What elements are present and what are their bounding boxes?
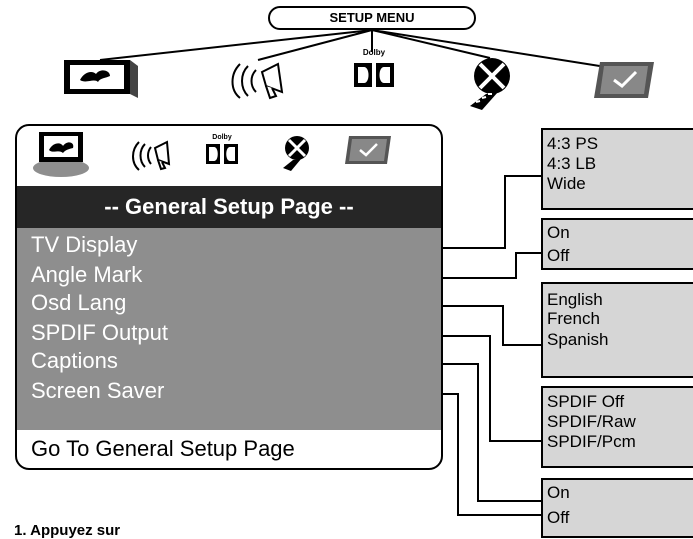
option-angle-off[interactable]: Off xyxy=(547,246,570,265)
option-screen-saver-on[interactable]: On xyxy=(547,483,570,502)
tab-preferences[interactable] xyxy=(343,134,393,166)
menu-item-screen-saver[interactable]: Screen Saver xyxy=(31,378,165,403)
angle-mark-options: On Off xyxy=(541,218,693,270)
tv-display-icon xyxy=(62,56,140,100)
screen-saver-options: On Off xyxy=(541,478,693,538)
option-angle-on[interactable]: On xyxy=(547,223,570,242)
osd-lang-options: English French Spanish xyxy=(541,282,693,378)
dolby-icon: Dolby xyxy=(352,48,396,89)
checkmark-icon xyxy=(592,60,656,100)
instruction-footnote: 1. Appuyez sur xyxy=(14,522,121,539)
general-setup-panel: Dolby -- General Setup Page -- TV Displa… xyxy=(15,124,443,470)
option-spanish[interactable]: Spanish xyxy=(547,330,609,349)
option-wide[interactable]: Wide xyxy=(547,174,586,193)
option-english[interactable]: English xyxy=(547,290,603,309)
tab-dolby-label: Dolby xyxy=(212,134,232,141)
tab-audio[interactable] xyxy=(129,138,175,172)
option-screen-saver-off[interactable]: Off xyxy=(547,508,570,527)
menu-item-angle-mark[interactable]: Angle Mark xyxy=(31,262,143,287)
menu-item-tv-display[interactable]: TV Display xyxy=(31,232,138,257)
speaker-audio-icon xyxy=(226,58,288,102)
page-title: -- General Setup Page -- xyxy=(17,186,441,228)
menu-item-spdif-output[interactable]: SPDIF Output xyxy=(31,320,168,345)
film-reel-icon xyxy=(462,54,522,112)
option-4-3-ps[interactable]: 4:3 PS xyxy=(547,134,599,153)
spdif-output-options: SPDIF Off SPDIF/Raw SPDIF/Pcm xyxy=(541,386,693,468)
tab-dolby[interactable]: Dolby xyxy=(205,134,239,165)
option-french[interactable]: French xyxy=(547,309,600,328)
setup-menu-list: TV Display Angle Mark Osd Lang SPDIF Out… xyxy=(17,228,441,430)
menu-item-captions[interactable]: Captions xyxy=(31,348,118,373)
option-spdif-off[interactable]: SPDIF Off xyxy=(547,392,625,411)
dolby-label: Dolby xyxy=(362,48,386,57)
tab-video[interactable] xyxy=(279,134,315,172)
option-spdif-raw[interactable]: SPDIF/Raw xyxy=(547,412,636,431)
menu-item-osd-lang[interactable]: Osd Lang xyxy=(31,290,127,315)
status-footer: Go To General Setup Page xyxy=(31,436,295,461)
tab-tv-display[interactable] xyxy=(31,130,93,178)
option-4-3-lb[interactable]: 4:3 LB xyxy=(547,154,597,173)
option-spdif-pcm[interactable]: SPDIF/Pcm xyxy=(547,432,636,451)
setup-menu-label: SETUP MENU xyxy=(268,6,476,30)
tv-display-options: 4:3 PS 4:3 LB Wide xyxy=(541,128,693,210)
